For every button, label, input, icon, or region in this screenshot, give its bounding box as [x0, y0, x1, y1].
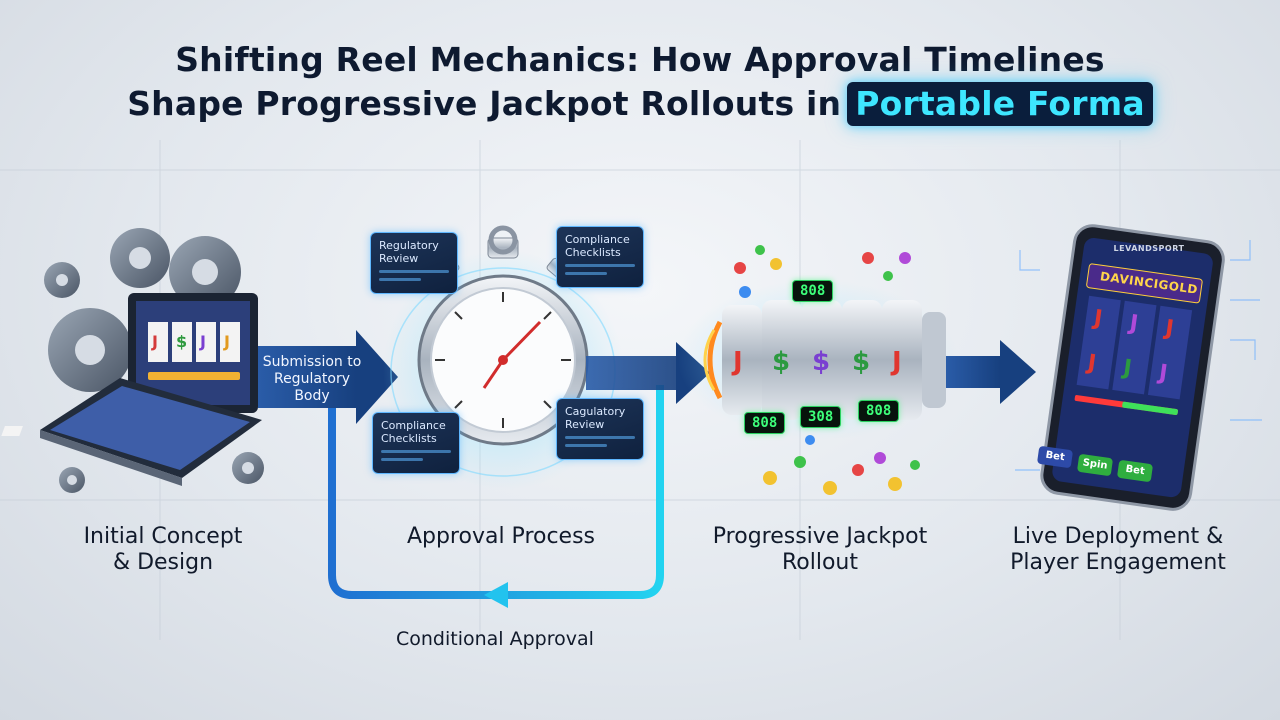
approval-card-compliance-bottom: Compliance Checklists — [372, 412, 460, 474]
svg-text:J: J — [199, 332, 206, 351]
card-text: Cagulatory Review — [565, 405, 626, 431]
approval-card-regulatory-bottom: Cagulatory Review — [556, 398, 644, 460]
card-text: Regulatory Review — [379, 239, 439, 265]
svg-text:J: J — [151, 332, 158, 351]
svg-text:J: J — [731, 347, 743, 377]
card-bar — [379, 278, 421, 281]
conditional-approval-label: Conditional Approval — [396, 628, 594, 650]
card-bar — [565, 436, 635, 439]
concept-design-illustration: J $ J J — [1, 228, 264, 493]
title-line-1: Shifting Reel Mechanics: How Approval Ti… — [175, 40, 1105, 79]
submission-label: Submission to Regulatory Body — [262, 354, 362, 404]
svg-text:$: $ — [772, 347, 790, 377]
card-bar — [381, 450, 451, 453]
stage-label-approval-process: Approval Process — [406, 524, 596, 549]
jackpot-counter-left: 808 — [744, 412, 786, 434]
stage-label-concept-design: Initial Concept & Design — [83, 524, 243, 575]
card-bar — [565, 272, 607, 275]
card-bar — [379, 270, 449, 273]
svg-text:$: $ — [176, 332, 187, 351]
rollout-to-deployment-arrow — [946, 340, 1036, 404]
card-bar — [381, 458, 423, 461]
jackpot-rollout-illustration: J $ $ $ J — [678, 245, 958, 495]
jackpot-counter-middle: 308 — [800, 406, 842, 428]
stage-label-jackpot-rollout: Progressive Jackpot Rollout — [712, 524, 928, 575]
gear-icon — [44, 228, 264, 493]
card-text: Compliance Checklists — [565, 233, 630, 259]
card-text: Compliance Checklists — [381, 419, 446, 445]
page-title: Shifting Reel Mechanics: How Approval Ti… — [0, 38, 1280, 126]
card-bar — [565, 264, 635, 267]
phone-header: LEVANDSPORT — [1113, 244, 1185, 253]
conditional-loop-arrow — [328, 385, 664, 608]
card-bar — [565, 444, 607, 447]
stopwatch-icon — [435, 292, 571, 428]
jackpot-counter-top: 808 — [792, 280, 834, 302]
coin-icon — [734, 245, 920, 495]
svg-text:J: J — [890, 347, 902, 377]
submission-arrow — [258, 330, 398, 424]
svg-text:$: $ — [812, 347, 830, 377]
stage-label-live-deployment: Live Deployment & Player Engagement — [1010, 524, 1226, 575]
svg-text:$: $ — [852, 347, 870, 377]
title-line-2-prefix: Shape Progressive Jackpot Rollouts in — [127, 84, 842, 123]
approval-card-compliance-top: Compliance Checklists — [556, 226, 644, 288]
title-highlight: Portable Forma — [847, 82, 1153, 126]
svg-text:J: J — [223, 332, 230, 351]
live-deployment-illustration: J J J J J J — [1015, 224, 1262, 511]
jackpot-counter-right: 808 — [858, 400, 900, 422]
approval-card-regulatory-review: Regulatory Review — [370, 232, 458, 294]
